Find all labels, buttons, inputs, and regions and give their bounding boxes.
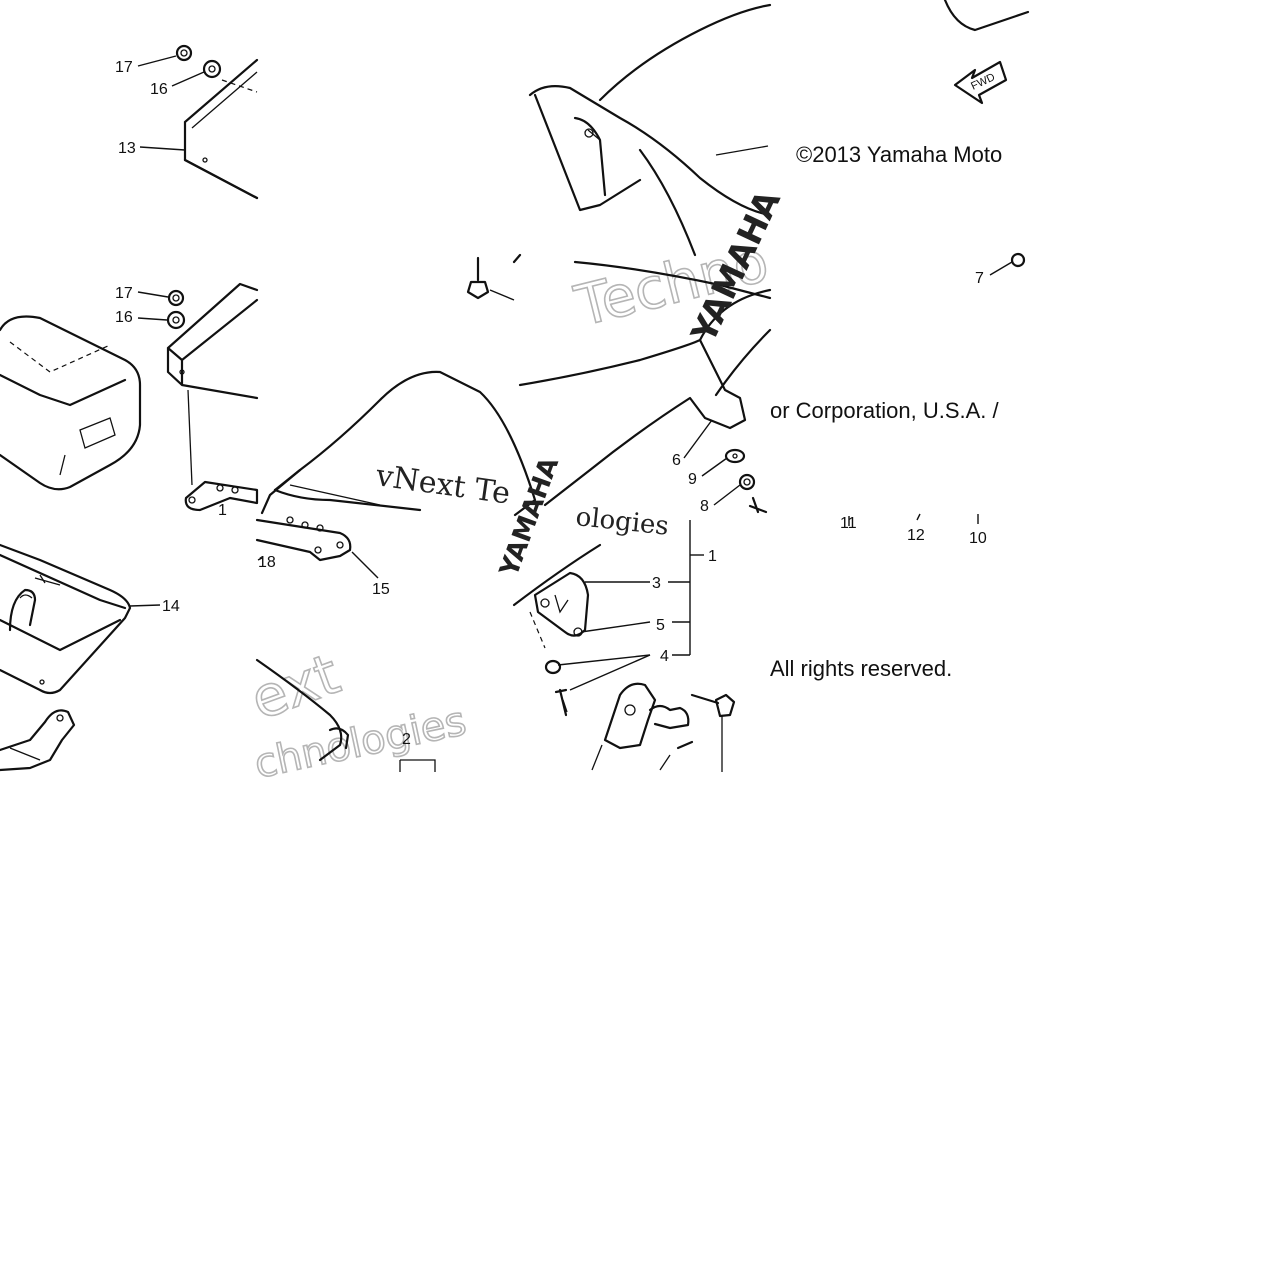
callout-1: 1	[708, 548, 717, 565]
callout-11: 11	[840, 515, 857, 532]
bolt-8b	[748, 496, 768, 514]
callout-14: 14	[162, 598, 180, 615]
storage-box-open	[166, 282, 259, 486]
latch-body	[603, 682, 690, 750]
bolt-top	[466, 256, 515, 301]
callout-4: 4	[660, 648, 669, 665]
latch-bracket	[0, 709, 76, 772]
watermark-ologies: ologies	[574, 502, 670, 542]
storage-box-lid	[183, 58, 259, 200]
grab-bar: YAMAHA	[518, 184, 789, 507]
copyright-line-3: All rights reserved.	[770, 656, 952, 681]
washer-16-top	[202, 59, 222, 79]
washer-9	[724, 448, 746, 464]
screw-4	[554, 688, 568, 717]
latch-assembly-2	[255, 658, 436, 772]
copyright-line-2: or Corporation, U.S.A. /	[770, 398, 1000, 423]
nut-17-mid	[167, 289, 185, 307]
svg-text:YAMAHA: YAMAHA	[494, 453, 565, 581]
forward-arrow-icon: FWD	[953, 60, 1008, 105]
storage-tray	[0, 543, 132, 695]
callout-16-mid: 16	[115, 309, 133, 326]
nut-17-top	[175, 44, 193, 62]
callout-3: 3	[652, 575, 661, 592]
callout-10: 10	[969, 530, 987, 547]
callout-12: 12	[907, 527, 925, 544]
grommet-5	[544, 659, 562, 675]
watermark-vnext: vNext Te	[373, 458, 512, 512]
callout-1-left: 1	[218, 502, 227, 519]
bracket-plate-3	[529, 571, 590, 649]
seat-rear-section	[528, 3, 772, 257]
bolt-7	[989, 252, 1026, 276]
callout-5: 5	[656, 617, 665, 634]
seat-pad	[0, 315, 142, 491]
hinge-plate-15	[255, 516, 379, 579]
callout-8: 8	[700, 498, 709, 515]
hinge-bracket-1	[184, 480, 259, 512]
screw-small	[659, 740, 694, 771]
callout-7: 7	[975, 270, 984, 287]
callout-13: 13	[118, 140, 136, 157]
callout-2: 2	[402, 731, 411, 748]
callout-18: 18	[258, 554, 276, 571]
nut-8	[738, 473, 756, 491]
callout-17-mid: 17	[115, 285, 133, 302]
callout-9: 9	[688, 471, 697, 488]
washer-16-mid	[166, 310, 186, 330]
bolt-long	[690, 693, 736, 772]
callout-17: 17	[115, 59, 133, 76]
copyright-line-1: ©2013 Yamaha Moto	[796, 142, 1002, 167]
callout-6: 6	[672, 452, 681, 469]
callout-16: 16	[150, 81, 168, 98]
main-seat	[260, 370, 537, 517]
callout-15: 15	[372, 581, 390, 598]
